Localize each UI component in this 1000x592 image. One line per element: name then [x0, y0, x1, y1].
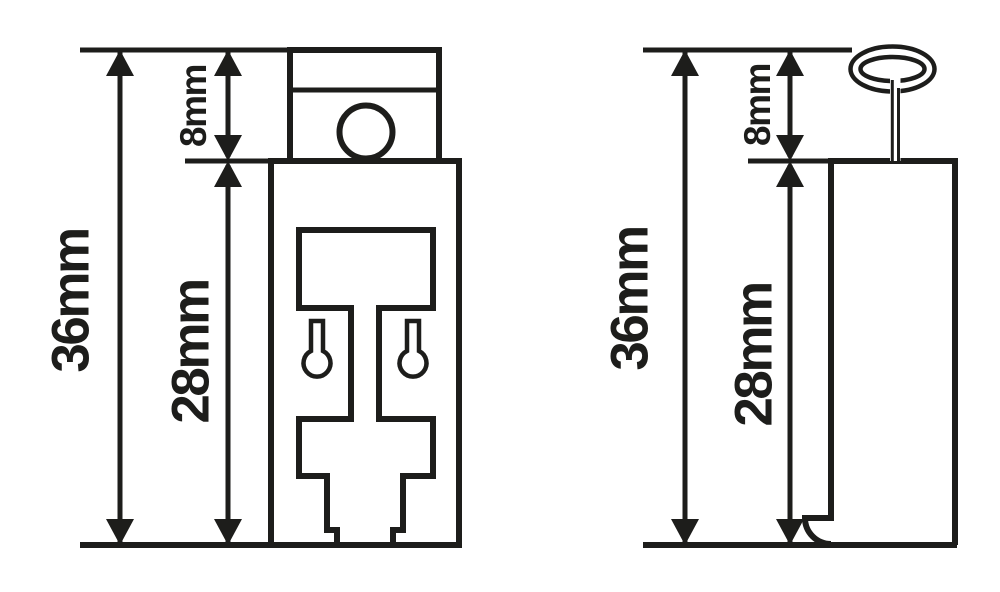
front-total-height-label: 36mm — [42, 229, 101, 372]
front-right-keyhole — [397, 318, 429, 379]
side-body-height-label: 28mm — [725, 283, 784, 426]
side-stem-mask — [890, 74, 901, 161]
side-stem-lines — [890, 80, 900, 161]
side-body-arrow-up-icon — [776, 161, 804, 187]
side-head-arrow-up-icon — [776, 50, 804, 76]
front-view: 36mm 28mm 8mm — [42, 47, 462, 548]
side-total-arrow-up-icon — [671, 50, 699, 76]
front-body-arrow-down-icon — [214, 519, 242, 545]
front-clip-body — [268, 158, 462, 548]
side-head-height-label: 8mm — [737, 64, 778, 146]
front-body-arrow-up-icon — [214, 161, 242, 187]
side-view-lines — [643, 44, 958, 548]
front-view-lines — [80, 47, 462, 548]
front-clip-head-hole — [336, 102, 396, 162]
side-body-flex-foot — [801, 161, 834, 547]
side-body-arrow-down-icon — [776, 519, 804, 545]
front-head-height-label: 8mm — [173, 65, 214, 147]
front-head-arrow-down-icon — [214, 135, 242, 161]
side-view: 36mm 28mm 8mm — [601, 44, 958, 548]
front-view-labels: 36mm 28mm 8mm — [42, 65, 221, 424]
front-total-arrow-down-icon — [106, 519, 134, 545]
side-view-arrowheads — [671, 50, 804, 545]
front-total-arrow-up-icon — [106, 50, 134, 76]
side-body-profile — [828, 158, 958, 545]
side-total-height-label: 36mm — [601, 227, 660, 370]
front-inner-slot-cutout — [296, 227, 436, 548]
front-head-arrow-up-icon — [214, 50, 242, 76]
front-view-arrowheads — [106, 50, 242, 545]
front-body-height-label: 28mm — [162, 280, 221, 423]
side-head-arrow-down-icon — [776, 135, 804, 161]
side-view-labels: 36mm 28mm 8mm — [601, 64, 784, 427]
side-total-arrow-down-icon — [671, 519, 699, 545]
front-left-keyhole — [301, 318, 333, 379]
